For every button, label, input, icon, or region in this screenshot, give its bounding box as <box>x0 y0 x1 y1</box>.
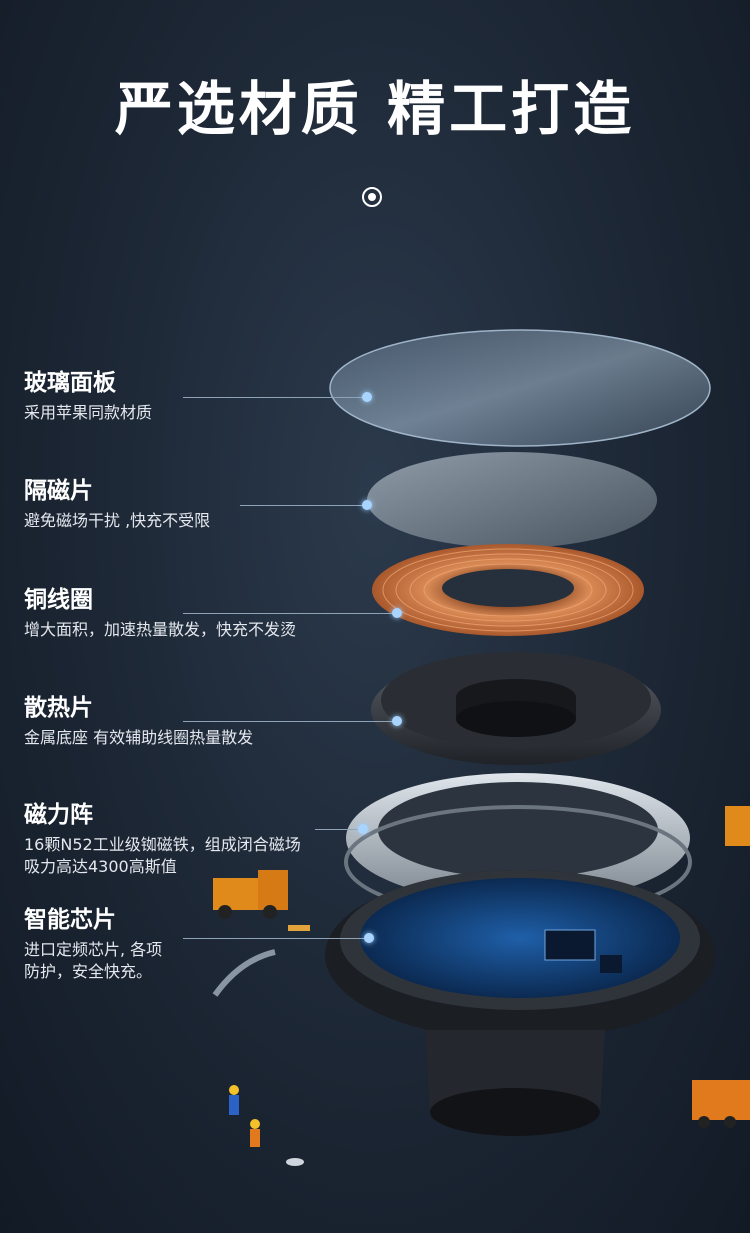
layer-description: 增大面积，加速热量散发，快充不发烫 <box>24 620 297 639</box>
layer-description: 吸力高达4300高斯值 <box>24 857 177 876</box>
leader-line <box>315 829 360 830</box>
layer-label-smart-chip: 智能芯片 进口定频芯片, 各项 防护，安全快充。 <box>24 905 162 983</box>
layer-title: 隔磁片 <box>24 478 93 504</box>
layer-label-glass-panel: 玻璃面板 采用苹果同款材质 <box>24 368 152 424</box>
layer-title: 铜线圈 <box>24 587 93 613</box>
leader-line <box>240 505 366 506</box>
pin-marker <box>358 824 368 834</box>
pin-marker <box>364 933 374 943</box>
leader-line <box>183 721 396 722</box>
pin-marker <box>392 608 402 618</box>
layer-title: 智能芯片 <box>24 907 116 933</box>
layer-label-magnet-array: 磁力阵 16颗N52工业级铷磁铁，组成闭合磁场 吸力高达4300高斯值 <box>24 800 301 878</box>
pin-marker <box>392 716 402 726</box>
layer-description: 金属底座 有效辅助线圈热量散发 <box>24 728 254 747</box>
layer-description: 防护，安全快充。 <box>24 962 153 981</box>
layer-title: 磁力阵 <box>24 802 93 828</box>
layer-title: 玻璃面板 <box>24 370 116 396</box>
leader-line <box>183 397 366 398</box>
pin-marker <box>362 392 372 402</box>
layer-label-heat-sink: 散热片 金属底座 有效辅助线圈热量散发 <box>24 693 253 749</box>
layer-label-copper-coil: 铜线圈 增大面积，加速热量散发，快充不发烫 <box>24 585 296 641</box>
layer-description: 16颗N52工业级铷磁铁，组成闭合磁场 <box>24 835 301 854</box>
layer-title: 散热片 <box>24 695 93 721</box>
page-title: 严选材质 精工打造 <box>114 75 636 143</box>
layer-description: 进口定频芯片, 各项 <box>24 940 163 959</box>
layer-description: 避免磁场干扰 ,快充不受限 <box>24 511 211 530</box>
leader-line <box>183 613 396 614</box>
leader-line <box>183 938 366 939</box>
layer-description: 采用苹果同款材质 <box>24 403 153 422</box>
layer-label-shield-sheet: 隔磁片 避免磁场干扰 ,快充不受限 <box>24 476 210 532</box>
pin-marker <box>362 500 372 510</box>
target-dot-icon <box>362 187 382 207</box>
